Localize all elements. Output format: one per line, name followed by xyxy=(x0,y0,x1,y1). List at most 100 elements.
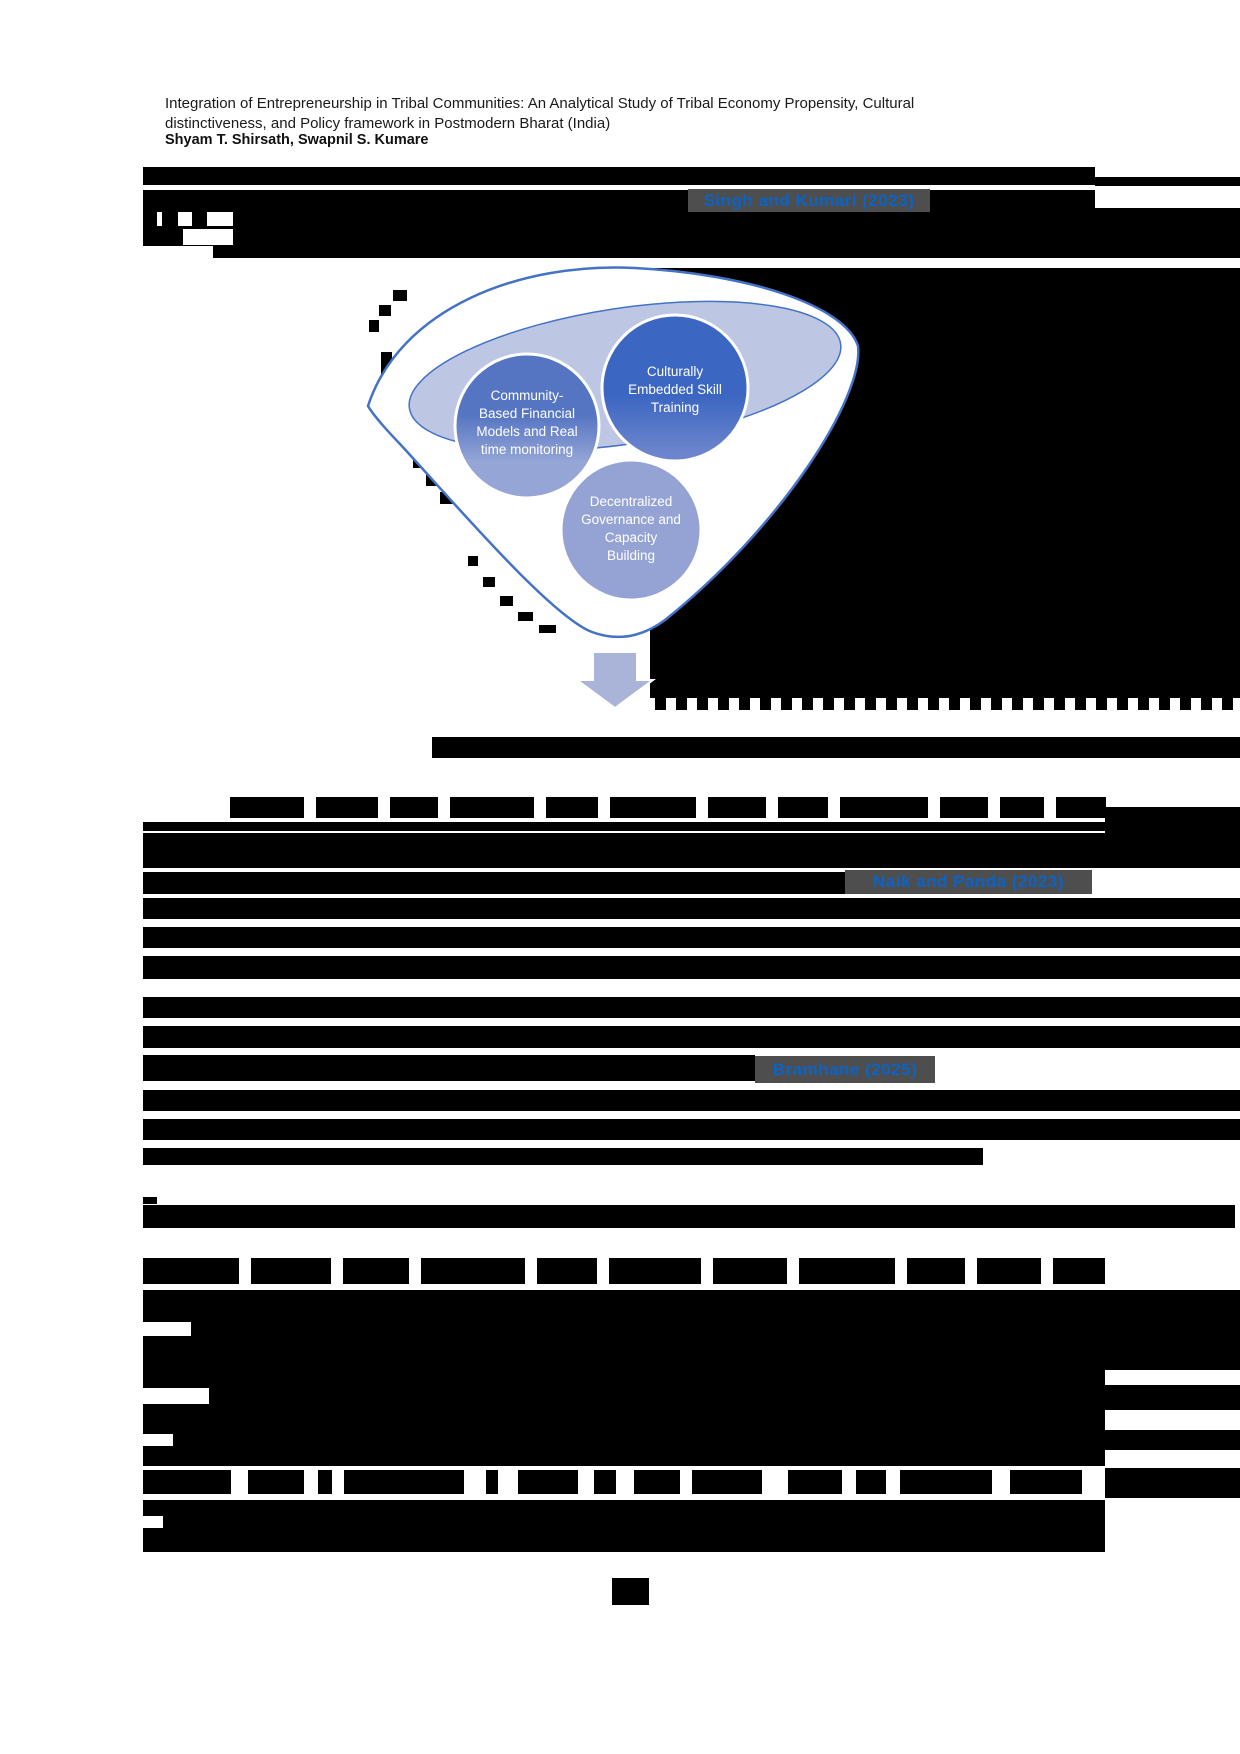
svg-text:Models and Real: Models and Real xyxy=(476,424,577,439)
svg-text:Based Financial: Based Financial xyxy=(479,406,575,421)
redacted-text-block xyxy=(393,290,407,301)
redacted-text-block xyxy=(1105,807,1240,868)
redacted-text-block xyxy=(143,1055,755,1081)
redacted-text-block xyxy=(788,1470,842,1494)
redacted-text-block xyxy=(799,1258,895,1284)
redacted-text-block xyxy=(143,833,1105,868)
redacted-text-block xyxy=(183,229,233,245)
redacted-text-block xyxy=(907,1258,965,1284)
funnel-diagram: Community- Based Financial Models and Re… xyxy=(366,266,860,710)
redacted-text-block xyxy=(634,1470,680,1494)
redacted-text-block xyxy=(1105,1430,1240,1450)
redacted-text-block xyxy=(450,797,534,818)
redacted-text-block xyxy=(248,1470,304,1494)
redacted-text-block xyxy=(143,997,1240,1018)
redacted-text-block xyxy=(318,1470,332,1494)
figure-caption-redacted xyxy=(432,737,1240,758)
redacted-text-block xyxy=(537,1258,597,1284)
paper-title-line1: Integration of Entrepreneurship in Triba… xyxy=(165,95,915,112)
redacted-text-block xyxy=(977,1258,1041,1284)
redacted-text-block xyxy=(316,797,378,818)
svg-text:Building: Building xyxy=(607,548,655,563)
redacted-text-block xyxy=(692,1470,762,1494)
redacted-text-block xyxy=(143,927,1240,948)
page-number-redacted xyxy=(612,1578,649,1605)
redacted-text-block xyxy=(1053,1258,1105,1284)
svg-text:Culturally: Culturally xyxy=(647,364,704,379)
svg-text:Community-: Community- xyxy=(491,388,564,403)
redacted-text-block xyxy=(1095,177,1240,186)
citation-link[interactable]: Bramhane (2025) xyxy=(755,1056,935,1083)
svg-text:Embedded Skill: Embedded Skill xyxy=(628,382,722,397)
redacted-text-block xyxy=(143,1119,1240,1140)
redacted-text-block xyxy=(1000,797,1044,818)
redacted-text-block xyxy=(143,1197,157,1204)
redacted-text-block xyxy=(1010,1470,1082,1494)
redacted-text-block xyxy=(856,1470,886,1494)
circle-decentralized-governance-label: Decentralized Governance and Capacity Bu… xyxy=(581,494,681,563)
redacted-text-block xyxy=(143,1322,191,1336)
redacted-text-block xyxy=(518,612,533,621)
redacted-text-block xyxy=(594,1470,616,1494)
svg-text:time monitoring: time monitoring xyxy=(481,442,573,457)
redacted-text-block xyxy=(143,1388,209,1404)
svg-text:Training: Training xyxy=(651,400,699,415)
paper-authors: Shyam T. Shirsath, Swapnil S. Kumare xyxy=(165,132,429,148)
redacted-text-block xyxy=(518,1470,578,1494)
redacted-text-block xyxy=(251,1258,331,1284)
redacted-text-block xyxy=(369,320,379,332)
redacted-text-block xyxy=(143,822,1105,831)
circle-decentralized-governance xyxy=(559,458,703,602)
svg-text:Decentralized: Decentralized xyxy=(590,494,673,509)
redacted-text-block xyxy=(778,797,828,818)
redacted-text-block xyxy=(143,956,1240,979)
redacted-text-block xyxy=(143,1516,163,1528)
redacted-text-block xyxy=(157,212,162,226)
redacted-text-block xyxy=(143,872,845,894)
redacted-text-block xyxy=(379,305,391,316)
redacted-text-block xyxy=(143,1205,1235,1228)
redacted-text-block xyxy=(343,1258,409,1284)
redacted-text-block xyxy=(609,1258,701,1284)
redacted-text-block xyxy=(468,556,478,566)
redacted-text-block xyxy=(655,694,1240,710)
circle-skill-training xyxy=(600,313,750,463)
redacted-text-block xyxy=(713,1258,787,1284)
redacted-text-block xyxy=(421,1258,525,1284)
redacted-text-block xyxy=(143,1026,1240,1048)
redacted-text-block xyxy=(546,797,598,818)
paper-title-line2: distinctiveness, and Policy framework in… xyxy=(165,114,611,132)
redacted-text-block xyxy=(143,1470,231,1494)
redacted-text-block xyxy=(708,797,766,818)
svg-text:Capacity: Capacity xyxy=(605,530,658,545)
redacted-text-block xyxy=(900,1470,992,1494)
down-arrow xyxy=(573,651,657,710)
redacted-text-block xyxy=(143,246,213,258)
redacted-text-block xyxy=(940,797,988,818)
redacted-text-block xyxy=(143,1434,173,1446)
redacted-text-block xyxy=(539,625,556,633)
redacted-text-block xyxy=(390,797,438,818)
redacted-text-block xyxy=(143,1148,983,1165)
redacted-text-block xyxy=(610,797,696,818)
circle-community-financial xyxy=(453,352,601,500)
redacted-text-block xyxy=(344,1470,464,1494)
redacted-text-block xyxy=(143,208,1240,258)
redacted-text-block xyxy=(143,1500,1105,1552)
svg-text:Governance and: Governance and xyxy=(581,512,681,527)
redacted-text-block xyxy=(178,212,192,226)
redacted-text-block xyxy=(1105,1290,1240,1370)
redacted-text-block xyxy=(207,212,233,226)
paper-title: Integration of Entrepreneurship in Triba… xyxy=(165,94,1005,133)
redacted-text-block xyxy=(1105,1385,1240,1410)
redacted-text-block xyxy=(1056,797,1106,818)
citation-link[interactable]: Naik and Panda (2023) xyxy=(845,870,1092,894)
citation-link[interactable]: Singh and Kumari (2023) xyxy=(688,189,930,212)
redacted-text-block xyxy=(143,167,1095,185)
redacted-text-block xyxy=(1105,1468,1240,1498)
redacted-text-block xyxy=(143,898,1240,919)
redacted-text-block xyxy=(143,1090,1240,1111)
redacted-text-block xyxy=(840,797,928,818)
redacted-text-block xyxy=(381,352,392,374)
